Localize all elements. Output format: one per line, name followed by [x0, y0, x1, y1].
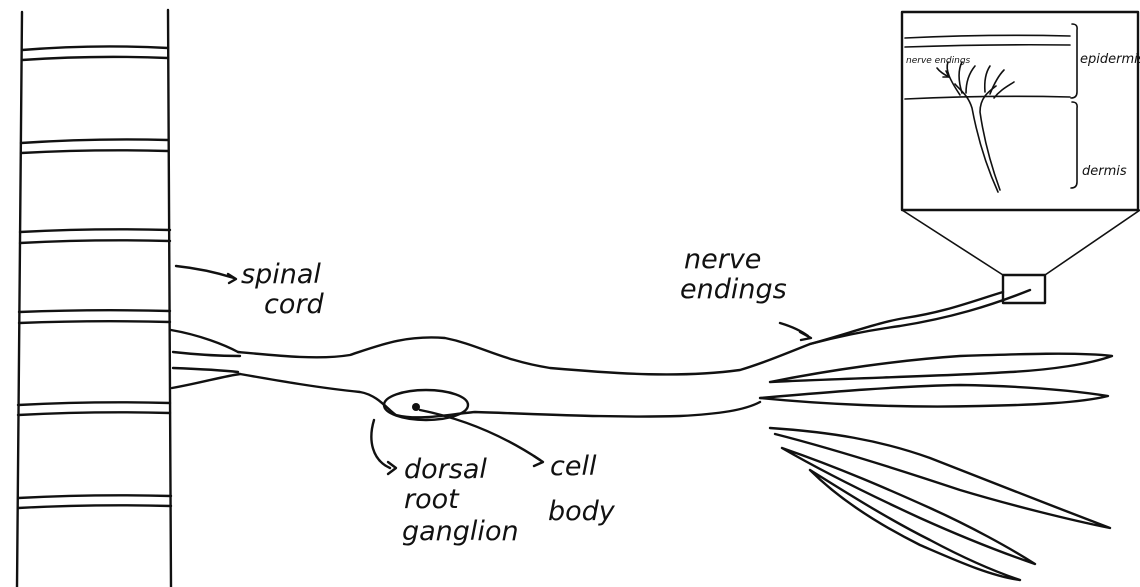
cell-body [384, 390, 468, 420]
spinal-cord-segment-lines [18, 46, 171, 508]
nerve-endings-label-line-2: endings [680, 274, 787, 305]
cell-body-label-line-1: cell [550, 451, 597, 482]
skin-inset [902, 12, 1138, 210]
cell-body-label: cell body [548, 451, 616, 527]
nerve-endings-label-line-1: nerve [684, 244, 761, 275]
nerve-endings-label: nerve endings [680, 244, 787, 305]
spinal-cord-label: spinal cord [241, 259, 324, 320]
cell-body-label-line-2: body [548, 496, 616, 527]
spinal-cord-label-line-2: cord [264, 289, 324, 320]
dorsal-root-ganglion-label-line-2: root [404, 484, 460, 515]
dorsal-root-ganglion-label: dorsal root ganglion [402, 454, 519, 547]
inset-labels: nerve endings epidermis dermis [906, 52, 1140, 179]
dorsal-root-ganglion-label-line-3: ganglion [402, 516, 519, 547]
dorsal-root-ganglion-label-line-1: dorsal [404, 454, 487, 485]
zoom-indicator [902, 210, 1140, 303]
nucleus-dot [412, 403, 420, 411]
nerve-fiber [171, 290, 1112, 580]
inset-nerve-endings-label: nerve endings [906, 56, 971, 66]
dermis-label: dermis [1082, 164, 1127, 179]
spinal-cord [17, 10, 171, 587]
epidermis-label: epidermis [1080, 52, 1140, 67]
spinal-cord-label-line-1: spinal [241, 259, 321, 290]
